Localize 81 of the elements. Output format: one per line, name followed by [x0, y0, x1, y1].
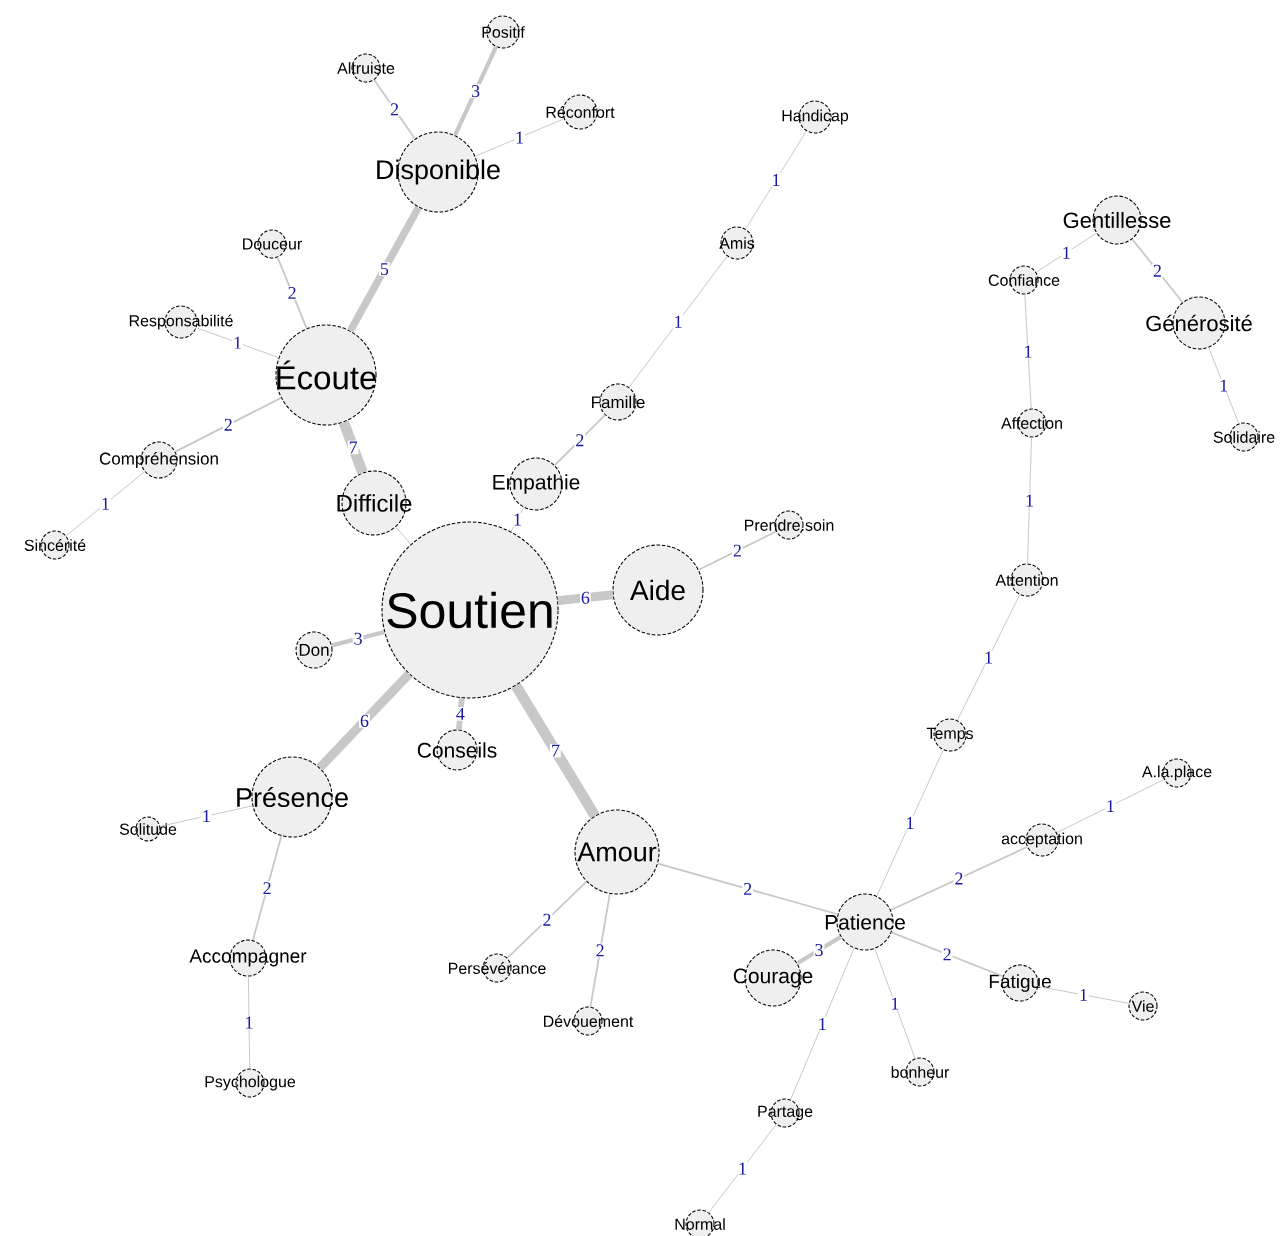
edge-label: 1	[512, 512, 523, 527]
link-line	[159, 805, 253, 827]
link-line	[1035, 232, 1097, 273]
link-line	[796, 935, 842, 965]
link-line	[956, 594, 1021, 721]
edge-label: 1	[889, 996, 901, 1011]
edge-label: 2	[389, 102, 400, 117]
link-line	[553, 414, 606, 467]
link-line	[1131, 238, 1184, 304]
edge-label: 3	[813, 943, 825, 957]
edge-label: 3	[470, 84, 481, 99]
edge-label: 1	[770, 173, 782, 187]
edge-label: 1	[1024, 493, 1035, 508]
link-line	[331, 629, 385, 648]
edge-label: 6	[359, 713, 370, 728]
link-line	[511, 682, 600, 819]
edge-label: 1	[737, 1161, 748, 1176]
edge-label: 7	[550, 743, 561, 758]
edge-label: 1	[232, 335, 243, 350]
link-line	[557, 590, 614, 606]
edge-label: 5	[379, 262, 390, 276]
edge-label: 2	[574, 433, 586, 447]
edge-label: 1	[816, 1017, 828, 1031]
edge-label: 1	[904, 816, 916, 830]
link-line	[890, 846, 1028, 911]
link-line	[456, 697, 465, 730]
edge-label: 1	[1218, 378, 1230, 393]
link-line	[247, 976, 251, 1069]
link-line	[65, 471, 146, 537]
edge-label: 2	[222, 417, 234, 432]
edge-label: 1	[1078, 988, 1089, 1002]
link-line	[316, 671, 413, 771]
link-line	[510, 507, 525, 533]
edge-label: 4	[455, 707, 466, 721]
edge-label: 2	[541, 912, 553, 927]
edge-label: 2	[594, 943, 606, 958]
link-line	[657, 862, 839, 916]
edge-label: 6	[580, 590, 591, 605]
edge-label: 2	[941, 947, 953, 962]
link-line	[338, 420, 368, 475]
edge-label: 1	[100, 496, 111, 511]
edge-label: 1	[514, 130, 525, 145]
edge-label: 7	[347, 440, 359, 455]
edge-label: 2	[953, 871, 965, 886]
link-line	[628, 255, 728, 388]
edge-label: 1	[200, 809, 212, 823]
link-line	[252, 835, 283, 942]
link-line	[373, 79, 416, 140]
edge-label: 1	[983, 650, 994, 665]
edge-label: 2	[261, 881, 273, 895]
link-line	[1208, 347, 1240, 424]
link-line	[1056, 778, 1165, 834]
link-line	[506, 880, 588, 959]
edge-label: 1	[1060, 245, 1072, 260]
link-line	[589, 893, 611, 1008]
link-line	[474, 118, 565, 157]
link-line	[876, 749, 944, 897]
edge-label: 2	[286, 286, 298, 300]
edge-label: 1	[672, 314, 684, 329]
link-line	[347, 205, 422, 333]
edge-label: 1	[1105, 799, 1116, 813]
edge-label: 2	[1152, 263, 1163, 278]
edge-label: 2	[742, 882, 754, 896]
edge-label: 1	[243, 1015, 255, 1030]
link-line	[745, 130, 807, 230]
edge-label: 3	[352, 631, 364, 646]
link-line	[708, 1124, 777, 1213]
edge-label: 1	[1022, 344, 1034, 359]
link-line	[697, 530, 777, 571]
link-line	[453, 46, 498, 137]
link-line	[1027, 437, 1033, 564]
link-line	[196, 327, 280, 359]
link-line	[276, 256, 308, 330]
link-line	[174, 397, 282, 453]
link-line	[1037, 985, 1130, 1004]
link-line	[874, 948, 916, 1059]
link-line	[790, 947, 855, 1101]
edge-label: 2	[732, 543, 743, 558]
link-line	[395, 526, 412, 545]
link-line	[1024, 294, 1032, 409]
link-line	[890, 931, 1004, 978]
